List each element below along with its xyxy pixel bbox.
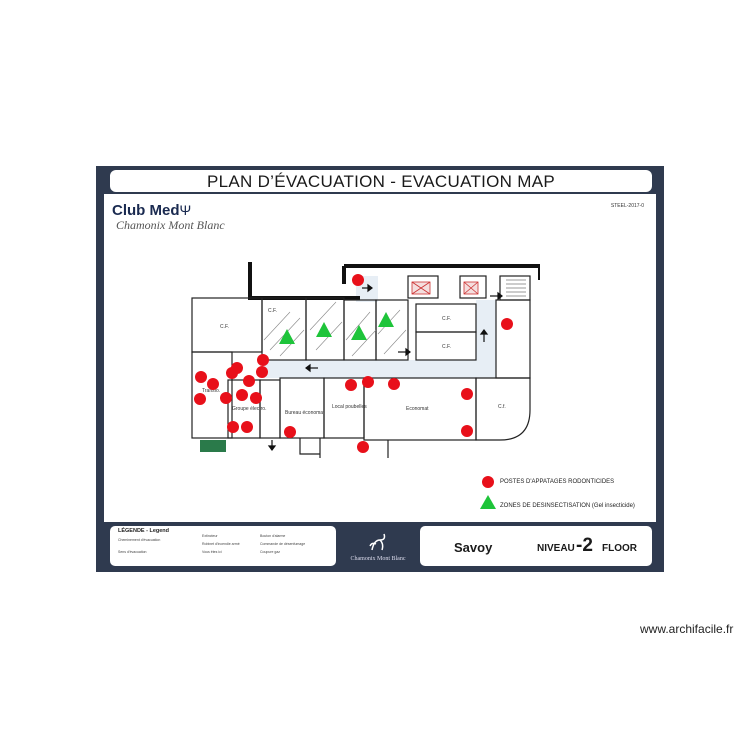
footer-logo-name: Chamonix Mont Blanc [350,556,406,562]
room-cf-right2: C.F. [442,344,451,350]
outer-walls [248,262,540,300]
footer-legend-header: LÉGENDE - Legend [118,528,170,534]
rodenticide-station-dot [357,441,369,453]
legend-dot-label: POSTES D'APPATAGES RODONTICIDES [500,479,615,485]
disinsection-zone-triangle [279,329,295,344]
level-suffix: FLOOR [602,543,637,554]
legend-item: Commande de désenfumage [260,542,306,546]
rodenticide-station-dot [194,393,206,405]
level-number: -2 [576,535,593,556]
brand-logo: Club MedΨ [112,202,191,219]
rodenticide-station-dot [388,378,400,390]
legend-item: Robinet d'incendie armé [202,542,240,546]
disinsection-zone-triangle [351,325,367,340]
poster-title: PLAN D’ÉVACUATION - EVACUATION MAP [110,170,652,192]
building-name: Savoy [454,540,493,555]
exit-stairs [200,440,226,452]
disinsection-zone-triangle [316,322,332,337]
watermark: www.archifacile.fr [640,622,734,636]
legend-triangle-icon [480,495,496,509]
rodenticide-station-dot [241,421,253,433]
room-local-poubelles: Local poubelles [332,404,367,410]
legend-item: Extincteur [202,534,218,538]
room-cf-right3: C.f. [498,404,506,410]
room-cf-left: C.F. [220,324,229,330]
rodenticide-station-dot [220,392,232,404]
level-prefix: NIVEAU [537,543,575,554]
ibex-icon [369,533,386,551]
staircase-icon [506,279,526,297]
corridor-main [262,360,476,378]
rodenticide-station-dot [257,354,269,366]
room-groupe-electro: Groupe électro. [232,406,266,412]
rodenticide-station-dot [231,362,243,374]
legend-item: Sens d'évacuation [118,550,147,554]
rodenticide-station-dot [461,425,473,437]
rodenticide-station-dot [501,318,513,330]
floor-plan: C.F. C.F. C.F. C.F. C.f. Transfo. Groupe… [191,262,540,458]
rodenticide-station-dot [352,274,364,286]
footer-legend: LÉGENDE - Legend Cheminement d'évacuatio… [110,526,336,566]
brand-name: Club Med [112,202,180,219]
rodenticide-station-dot [227,421,239,433]
hatched-zones [263,301,407,357]
legend-item: Cheminement d'évacuation [118,538,161,542]
level-panel [420,526,652,566]
legend-triangle-label: ZONES DE DESINSECTISATION (Gel insectici… [500,503,635,509]
legend-item: Coupure gaz [260,550,281,554]
marker-legend [480,476,496,509]
rodenticide-station-dot [236,389,248,401]
corridor-east [476,300,496,378]
legend-item: Bouton d'alarme [260,534,286,538]
rodenticide-station-dot [195,371,207,383]
rodenticide-station-dot [461,388,473,400]
trident-icon: Ψ [179,202,192,218]
brand-location: Chamonix Mont Blanc [116,218,225,232]
room-bureau-economat: Bureau économat [285,410,325,416]
room-cf-mid: C.F. [268,308,277,314]
evacuation-arrows [267,283,503,451]
legend-item: Vous êtes ici [202,550,222,554]
rodenticide-station-dot [250,392,262,404]
rodenticide-station-dot [284,426,296,438]
footer-logo: Chamonix Mont Blanc [350,530,406,568]
room-transfo: Transfo. [202,388,220,394]
disinsection-zone-triangle [378,312,394,327]
markers-layer [194,274,513,453]
rodenticide-station-dot [345,379,357,391]
rodenticide-station-dot [243,375,255,387]
room-cf-right1: C.F. [442,316,451,322]
rodenticide-station-dot [362,376,374,388]
elevator-shafts [411,281,479,295]
legend-dot-icon [482,476,494,488]
plan-canvas [104,194,656,522]
rodenticide-station-dot [256,366,268,378]
room-economat: Economat [406,406,429,412]
rodenticide-station-dot [207,378,219,390]
plan-reference: STEEL-2017-0 [610,203,644,209]
